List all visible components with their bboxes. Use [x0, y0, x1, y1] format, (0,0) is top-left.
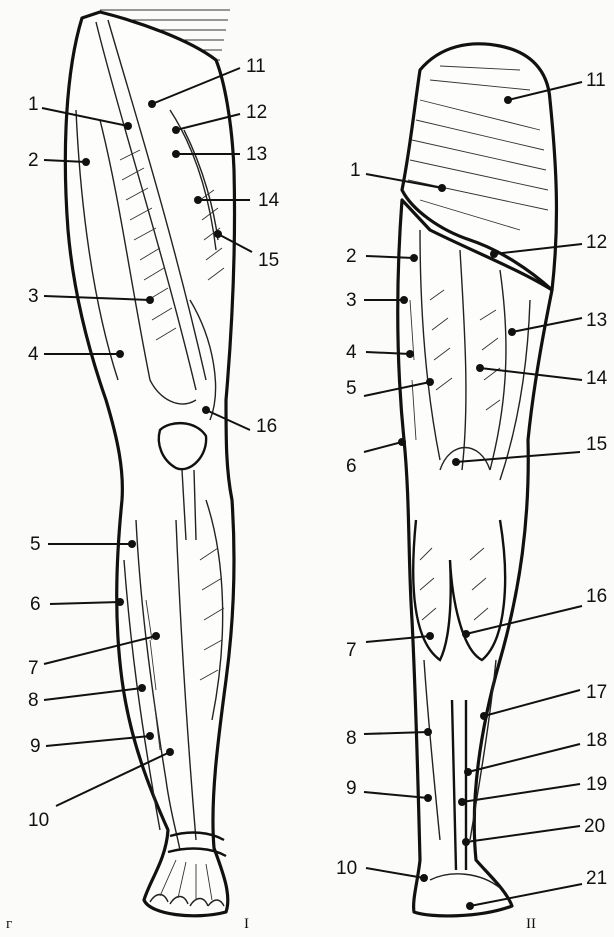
dot-back-10: [420, 874, 428, 882]
dot-back-17: [480, 712, 488, 720]
dot-back-21: [466, 902, 474, 910]
leader-back-10: [366, 868, 424, 878]
label-back-16: 16: [586, 586, 607, 607]
label-front-2: 2: [28, 150, 39, 171]
dot-back-13: [508, 328, 516, 336]
dot-back-7: [426, 632, 434, 640]
leader-back-17: [484, 690, 580, 716]
dot-front-13: [172, 150, 180, 158]
leg-front-view: [65, 10, 234, 916]
label-back-13: 13: [586, 310, 607, 331]
dot-back-12: [490, 250, 498, 258]
dot-front-4: [116, 350, 124, 358]
dot-back-1: [438, 184, 446, 192]
dot-back-11: [504, 96, 512, 104]
label-back-4: 4: [346, 342, 357, 363]
label-front-1: 1: [28, 94, 39, 115]
dot-back-4: [406, 350, 414, 358]
dot-front-8: [138, 684, 146, 692]
dot-front-14: [194, 196, 202, 204]
label-back-20: 20: [584, 816, 605, 837]
label-front-13: 13: [246, 144, 267, 165]
dot-front-9: [146, 732, 154, 740]
label-back-17: 17: [586, 682, 607, 703]
figure-label-II: II: [526, 916, 536, 932]
dot-front-3: [146, 296, 154, 304]
label-front-7: 7: [28, 658, 39, 679]
label-front-15: 15: [258, 250, 279, 271]
dot-back-2: [410, 254, 418, 262]
label-front-9: 9: [30, 736, 41, 757]
label-front-5: 5: [30, 534, 41, 555]
dot-front-7: [152, 632, 160, 640]
label-back-19: 19: [586, 774, 607, 795]
label-front-6: 6: [30, 594, 41, 615]
leg-back-view: [398, 44, 557, 916]
label-back-1: 1: [350, 160, 361, 181]
label-back-15: 15: [586, 434, 607, 455]
label-back-11: 11: [586, 70, 606, 91]
dot-back-5: [426, 378, 434, 386]
label-back-12: 12: [586, 232, 607, 253]
dot-back-19: [458, 798, 466, 806]
dot-back-8: [424, 728, 432, 736]
dot-front-16: [202, 406, 210, 414]
label-back-5: 5: [346, 378, 357, 399]
label-back-21: 21: [586, 868, 607, 889]
dot-front-10: [166, 748, 174, 756]
dot-front-11: [148, 100, 156, 108]
label-front-12: 12: [246, 102, 267, 123]
dot-back-15: [452, 458, 460, 466]
label-back-18: 18: [586, 730, 607, 751]
label-back-10: 10: [336, 858, 357, 879]
label-front-4: 4: [28, 344, 39, 365]
dot-front-2: [82, 158, 90, 166]
label-front-10: 10: [28, 810, 49, 831]
dot-back-14: [476, 364, 484, 372]
dot-back-20: [462, 838, 470, 846]
dot-front-1: [124, 122, 132, 130]
label-back-8: 8: [346, 728, 357, 749]
label-back-14: 14: [586, 368, 608, 389]
label-back-6: 6: [346, 456, 357, 477]
label-front-3: 3: [28, 286, 39, 307]
dot-back-16: [462, 630, 470, 638]
label-back-2: 2: [346, 246, 357, 267]
figure-label-I: I: [244, 916, 249, 932]
dot-back-3: [400, 296, 408, 304]
label-front-16: 16: [256, 416, 277, 437]
leader-back-6: [364, 442, 402, 452]
label-front-14: 14: [258, 190, 280, 211]
label-front-8: 8: [28, 690, 39, 711]
dot-back-18: [464, 768, 472, 776]
dot-front-6: [116, 598, 124, 606]
label-front-11: 11: [246, 56, 266, 77]
leader-front-6: [50, 602, 120, 604]
dot-front-12: [172, 126, 180, 134]
leader-back-20: [466, 826, 580, 842]
leg-front-outline: [65, 12, 234, 916]
dot-front-15: [214, 230, 222, 238]
dot-back-9: [424, 794, 432, 802]
dot-front-5: [128, 540, 136, 548]
label-back-7: 7: [346, 640, 357, 661]
leader-back-19: [462, 784, 580, 802]
label-back-9: 9: [346, 778, 357, 799]
corner-mark: г: [6, 916, 12, 932]
label-back-3: 3: [346, 290, 357, 311]
dot-back-6: [398, 438, 406, 446]
